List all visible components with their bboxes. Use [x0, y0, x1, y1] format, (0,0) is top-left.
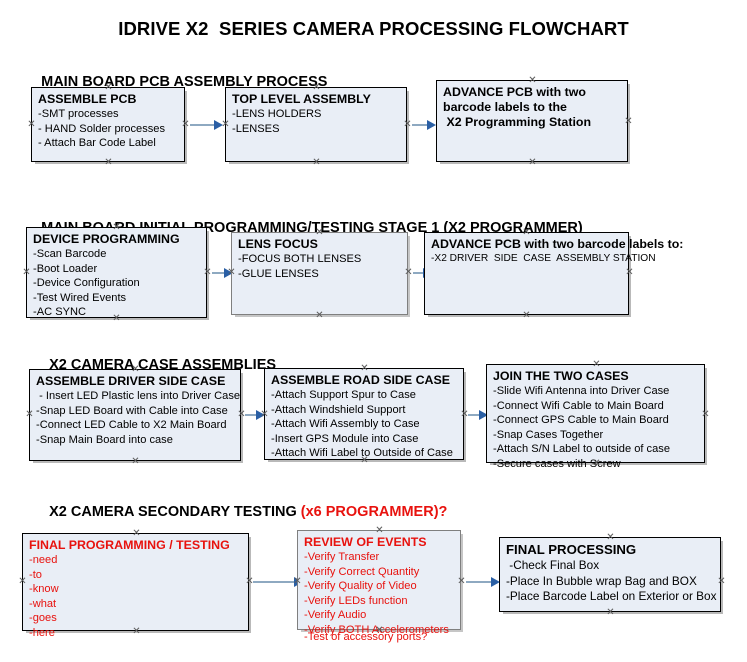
node-line: -Verify Quality of Video [304, 580, 417, 593]
node-line: -X2 DRIVER SIDE CASE ASSEMBLY STATION [431, 253, 656, 264]
node-line: -Attach S/N Label to outside of case [493, 443, 670, 456]
section-heading-text: MAIN BOARD PCB ASSEMBLY PROCESS [41, 74, 328, 90]
node-line: -Connect LED Cable to X2 Main Board [36, 419, 227, 432]
node-line: -to [29, 568, 42, 581]
node-assemble-road-side-case[interactable]: ASSEMBLE ROAD SIDE CASE -Attach Support … [264, 368, 464, 460]
node-line: -Secure cases with Screw [493, 457, 621, 470]
node-line: -here [29, 626, 55, 639]
node-title: DEVICE PROGRAMMING [33, 232, 180, 246]
node-line: -Connect GPS Cable to Main Board [493, 414, 669, 427]
node-line: -Attach Wifi Label to Outside of Case [271, 447, 453, 460]
section-heading-text: X2 CAMERA SECONDARY TESTING [49, 504, 301, 520]
connector-device-programming-to-lens-focus [212, 268, 233, 278]
node-line: -need [29, 554, 58, 566]
node-line: -Test Wired Events [33, 291, 127, 304]
node-advance-pcb-programming-station[interactable]: ADVANCE PCB with two barcode labels to t… [436, 80, 628, 162]
node-join-the-two-cases[interactable]: JOIN THE TWO CASES -Slide Wifi Antenna i… [486, 364, 705, 470]
node-title: ASSEMBLE ROAD SIDE CASE [271, 373, 450, 387]
connector-assemble-pcb-to-top-level-assembly [190, 120, 223, 130]
node-line: -Insert GPS Module into Case [271, 432, 419, 445]
node-title: ASSEMBLE PCB [38, 92, 137, 106]
node-line: -Boot Loader [33, 262, 98, 275]
connector-driver-side-to-road-side [245, 410, 265, 420]
connector-top-level-assembly-to-advance-pcb [412, 120, 436, 130]
node-title: FINAL PROGRAMMING / TESTING [29, 538, 230, 552]
node-title: FINAL PROCESSING [506, 542, 637, 557]
node-title: ASSEMBLE DRIVER SIDE CASE [36, 374, 226, 388]
node-line: -Scan Barcode [33, 248, 107, 260]
node-line: -Connect Wifi Cable to Main Board [493, 399, 664, 412]
node-line: -Device Configuration [33, 277, 140, 290]
connector-review-of-events-to-final-processing [466, 577, 500, 587]
connector-final-programming-to-review-of-events [253, 577, 303, 587]
node-line: -Verify Audio [304, 609, 367, 622]
node-line: -Snap Cases Together [493, 428, 604, 441]
page-title: IDRIVE X2 SERIES CAMERA PROCESSING FLOWC… [118, 18, 629, 39]
node-line: -LENS HOLDERS [232, 108, 322, 120]
node-title: TOP LEVEL ASSEMBLY [232, 92, 371, 106]
section-heading-secondary-testing: X2 CAMERA SECONDARY TESTING (x6 PROGRAMM… [33, 488, 447, 536]
node-line: -Attach Windshield Support [271, 403, 406, 416]
node-line: -Snap Main Board into case [36, 433, 173, 446]
node-line: -Slide Wifi Antenna into Driver Case [493, 385, 670, 397]
node-line: -AC SYNC [33, 306, 87, 319]
node-top-level-assembly[interactable]: TOP LEVEL ASSEMBLY -LENS HOLDERS -LENSES [225, 87, 407, 162]
node-line: -goes [29, 612, 57, 625]
node-line: - HAND Solder processes [38, 122, 166, 135]
node-assemble-driver-side-case[interactable]: ASSEMBLE DRIVER SIDE CASE - Insert LED P… [29, 369, 241, 461]
node-line: -Verify LEDs function [304, 594, 408, 607]
node-title: REVIEW OF EVENTS [304, 535, 427, 549]
node-line-overflow: -Test of accessory ports? [304, 631, 428, 643]
node-line: -know [29, 583, 59, 596]
node-final-processing[interactable]: FINAL PROCESSING -Check Final Box -Place… [499, 537, 721, 612]
node-line: -Attach Wifi Assembly to Case [271, 418, 420, 431]
node-line: barcode labels to the [443, 100, 567, 114]
node-line: -Verify BOTH Accelerometers [304, 623, 449, 636]
node-device-programming[interactable]: DEVICE PROGRAMMING -Scan Barcode -Boot L… [26, 227, 207, 318]
node-line: - Insert LED Plastic lens into Driver Ca… [36, 390, 241, 402]
node-advance-pcb-driver-side-case[interactable]: ADVANCE PCB with two barcode labels to: … [424, 232, 684, 315]
node-line: -GLUE LENSES [238, 267, 319, 280]
node-line: X2 Programming Station [443, 115, 592, 129]
node-line: - Attach Bar Code Label [38, 137, 156, 150]
node-final-programming-testing[interactable]: FINAL PROGRAMMING / TESTING -need -to -k… [22, 533, 249, 639]
node-line: -Place In Bubble wrap Bag and BOX [506, 573, 697, 588]
connector-lens-focus-to-advance-pcb [413, 268, 432, 278]
node-line: -FOCUS BOTH LENSES [238, 253, 362, 265]
node-review-of-events[interactable]: REVIEW OF EVENTS -Verify Transfer -Verif… [297, 530, 461, 643]
node-line: -what [29, 597, 57, 610]
node-title: ADVANCE PCB with two [443, 85, 586, 99]
node-line: -Attach Support Spur to Case [271, 389, 416, 401]
connector-road-side-to-join-cases [468, 410, 488, 420]
node-line: -Place Barcode Label on Exterior or Box [506, 589, 717, 604]
node-lens-focus[interactable]: LENS FOCUS -FOCUS BOTH LENSES -GLUE LENS… [231, 232, 408, 315]
node-title: LENS FOCUS [238, 237, 318, 251]
node-line: -LENSES [232, 122, 280, 135]
section-heading-accent: (x6 PROGRAMMER)? [300, 504, 448, 520]
section-heading-main-board-pcb-assembly: MAIN BOARD PCB ASSEMBLY PROCESS [25, 58, 327, 106]
node-line: -Verify Correct Quantity [304, 565, 420, 578]
node-line: -Check Final Box [506, 558, 600, 572]
node-title: ADVANCE PCB with two barcode labels to: [431, 237, 684, 251]
node-assemble-pcb[interactable]: ASSEMBLE PCB -SMT processes - HAND Solde… [31, 87, 185, 162]
node-line: -Snap LED Board with Cable into Case [36, 404, 228, 417]
node-line: -SMT processes [38, 108, 119, 120]
node-line: -Verify Transfer [304, 551, 380, 563]
node-title: JOIN THE TWO CASES [493, 369, 629, 383]
